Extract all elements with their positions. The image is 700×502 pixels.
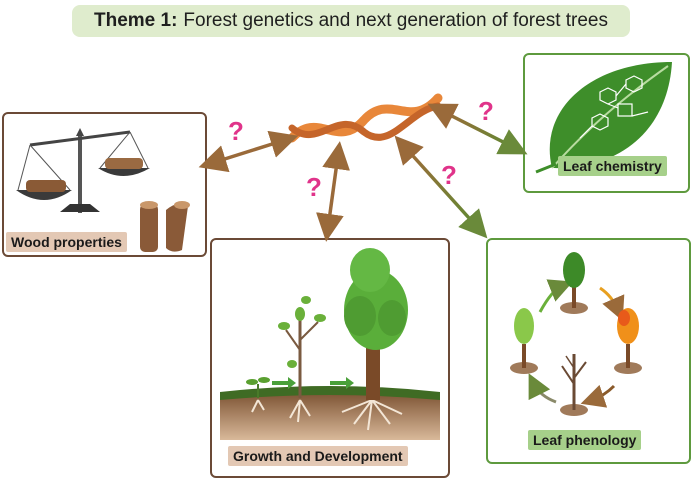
phenology-cycle-arrows-icon xyxy=(528,279,625,408)
theme-label: Theme 1: xyxy=(94,10,178,31)
question-mark-growth: ? xyxy=(306,172,322,202)
winter-tree-icon xyxy=(560,354,588,416)
question-mark-wood: ? xyxy=(228,116,244,146)
wood-logs-icon xyxy=(140,201,190,252)
label-leaf-phenology: Leaf phenology xyxy=(528,430,642,450)
growth-arrows-icon xyxy=(272,377,354,389)
mature-tree-icon xyxy=(344,248,408,400)
leaf-chemistry-icon xyxy=(535,62,672,174)
theme-title: Forest genetics and next generation of f… xyxy=(183,10,608,31)
label-growth-development: Growth and Development xyxy=(228,446,408,466)
seedling-icon xyxy=(246,377,270,398)
autumn-tree-icon xyxy=(614,308,642,374)
arrow-to-wood xyxy=(198,130,299,173)
title-banner: Theme 1: Forest genetics and next genera… xyxy=(72,5,630,37)
label-wood-properties: Wood properties xyxy=(6,232,127,252)
arrow-to-phenology xyxy=(394,135,488,239)
label-leaf-chemistry: Leaf chemistry xyxy=(558,156,667,176)
question-mark-chemistry: ? xyxy=(478,96,494,126)
summer-tree-icon xyxy=(560,252,588,314)
dna-helix-icon xyxy=(287,93,443,143)
balance-scale-icon xyxy=(16,128,150,213)
soil-ground-icon xyxy=(220,386,440,440)
question-mark-phenology: ? xyxy=(441,160,457,190)
leaf-phenology-panel xyxy=(486,238,691,464)
spring-tree-icon xyxy=(510,308,538,374)
arrow-to-growth xyxy=(316,141,350,242)
sapling-icon xyxy=(278,296,326,398)
arrow-to-chemistry xyxy=(427,103,528,155)
